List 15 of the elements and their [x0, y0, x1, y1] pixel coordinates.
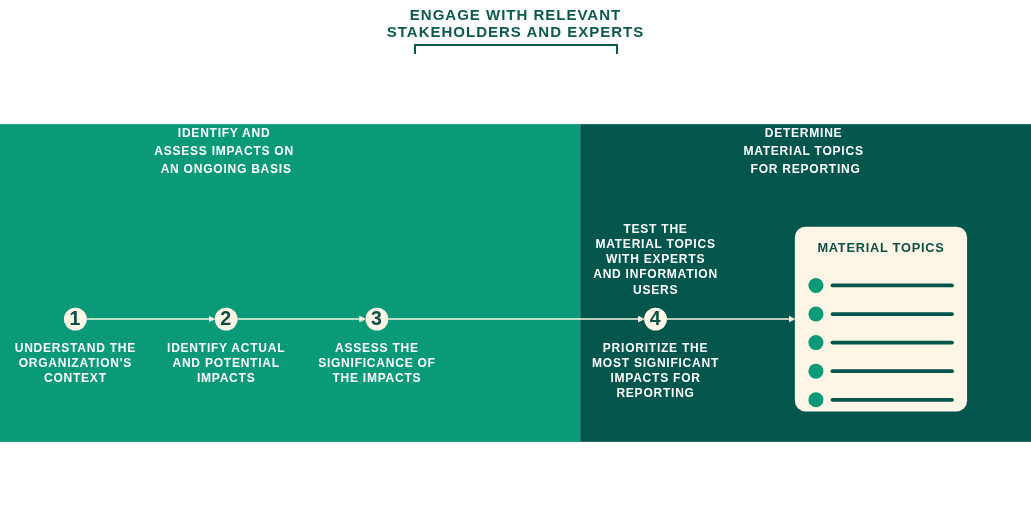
step-caption: TEST THE MATERIAL TOPICS WITH EXPERTS AND INFORMATION USERS	[592, 221, 719, 298]
node-label: 4	[649, 307, 662, 331]
node-label: 2	[220, 307, 232, 331]
arrow	[86, 315, 215, 323]
step-caption: ASSESS THE SIGNIFICANCE OF THE IMPACTS	[317, 341, 437, 387]
step-caption: IDENTIFY ACTUAL AND POTENTIAL IMPACTS	[166, 341, 287, 387]
node-label: 1	[69, 307, 82, 331]
step-caption: UNDERSTAND THE ORGANIZATION'S CONTEXT	[13, 341, 137, 387]
step-caption: PRIORITIZE THE MOST SIGNIFICANT IMPACTS FOR REPORTING	[591, 341, 720, 402]
arrow	[236, 315, 366, 323]
note-text: ENGAGE WITH RELEVANT STAKEHOLDERS AND EXPERTS	[385, 6, 646, 40]
arrow	[666, 315, 796, 323]
node-label: 3	[371, 307, 383, 331]
material-topics-card: MATERIAL TOPICS	[794, 226, 968, 412]
arrow	[387, 315, 645, 323]
